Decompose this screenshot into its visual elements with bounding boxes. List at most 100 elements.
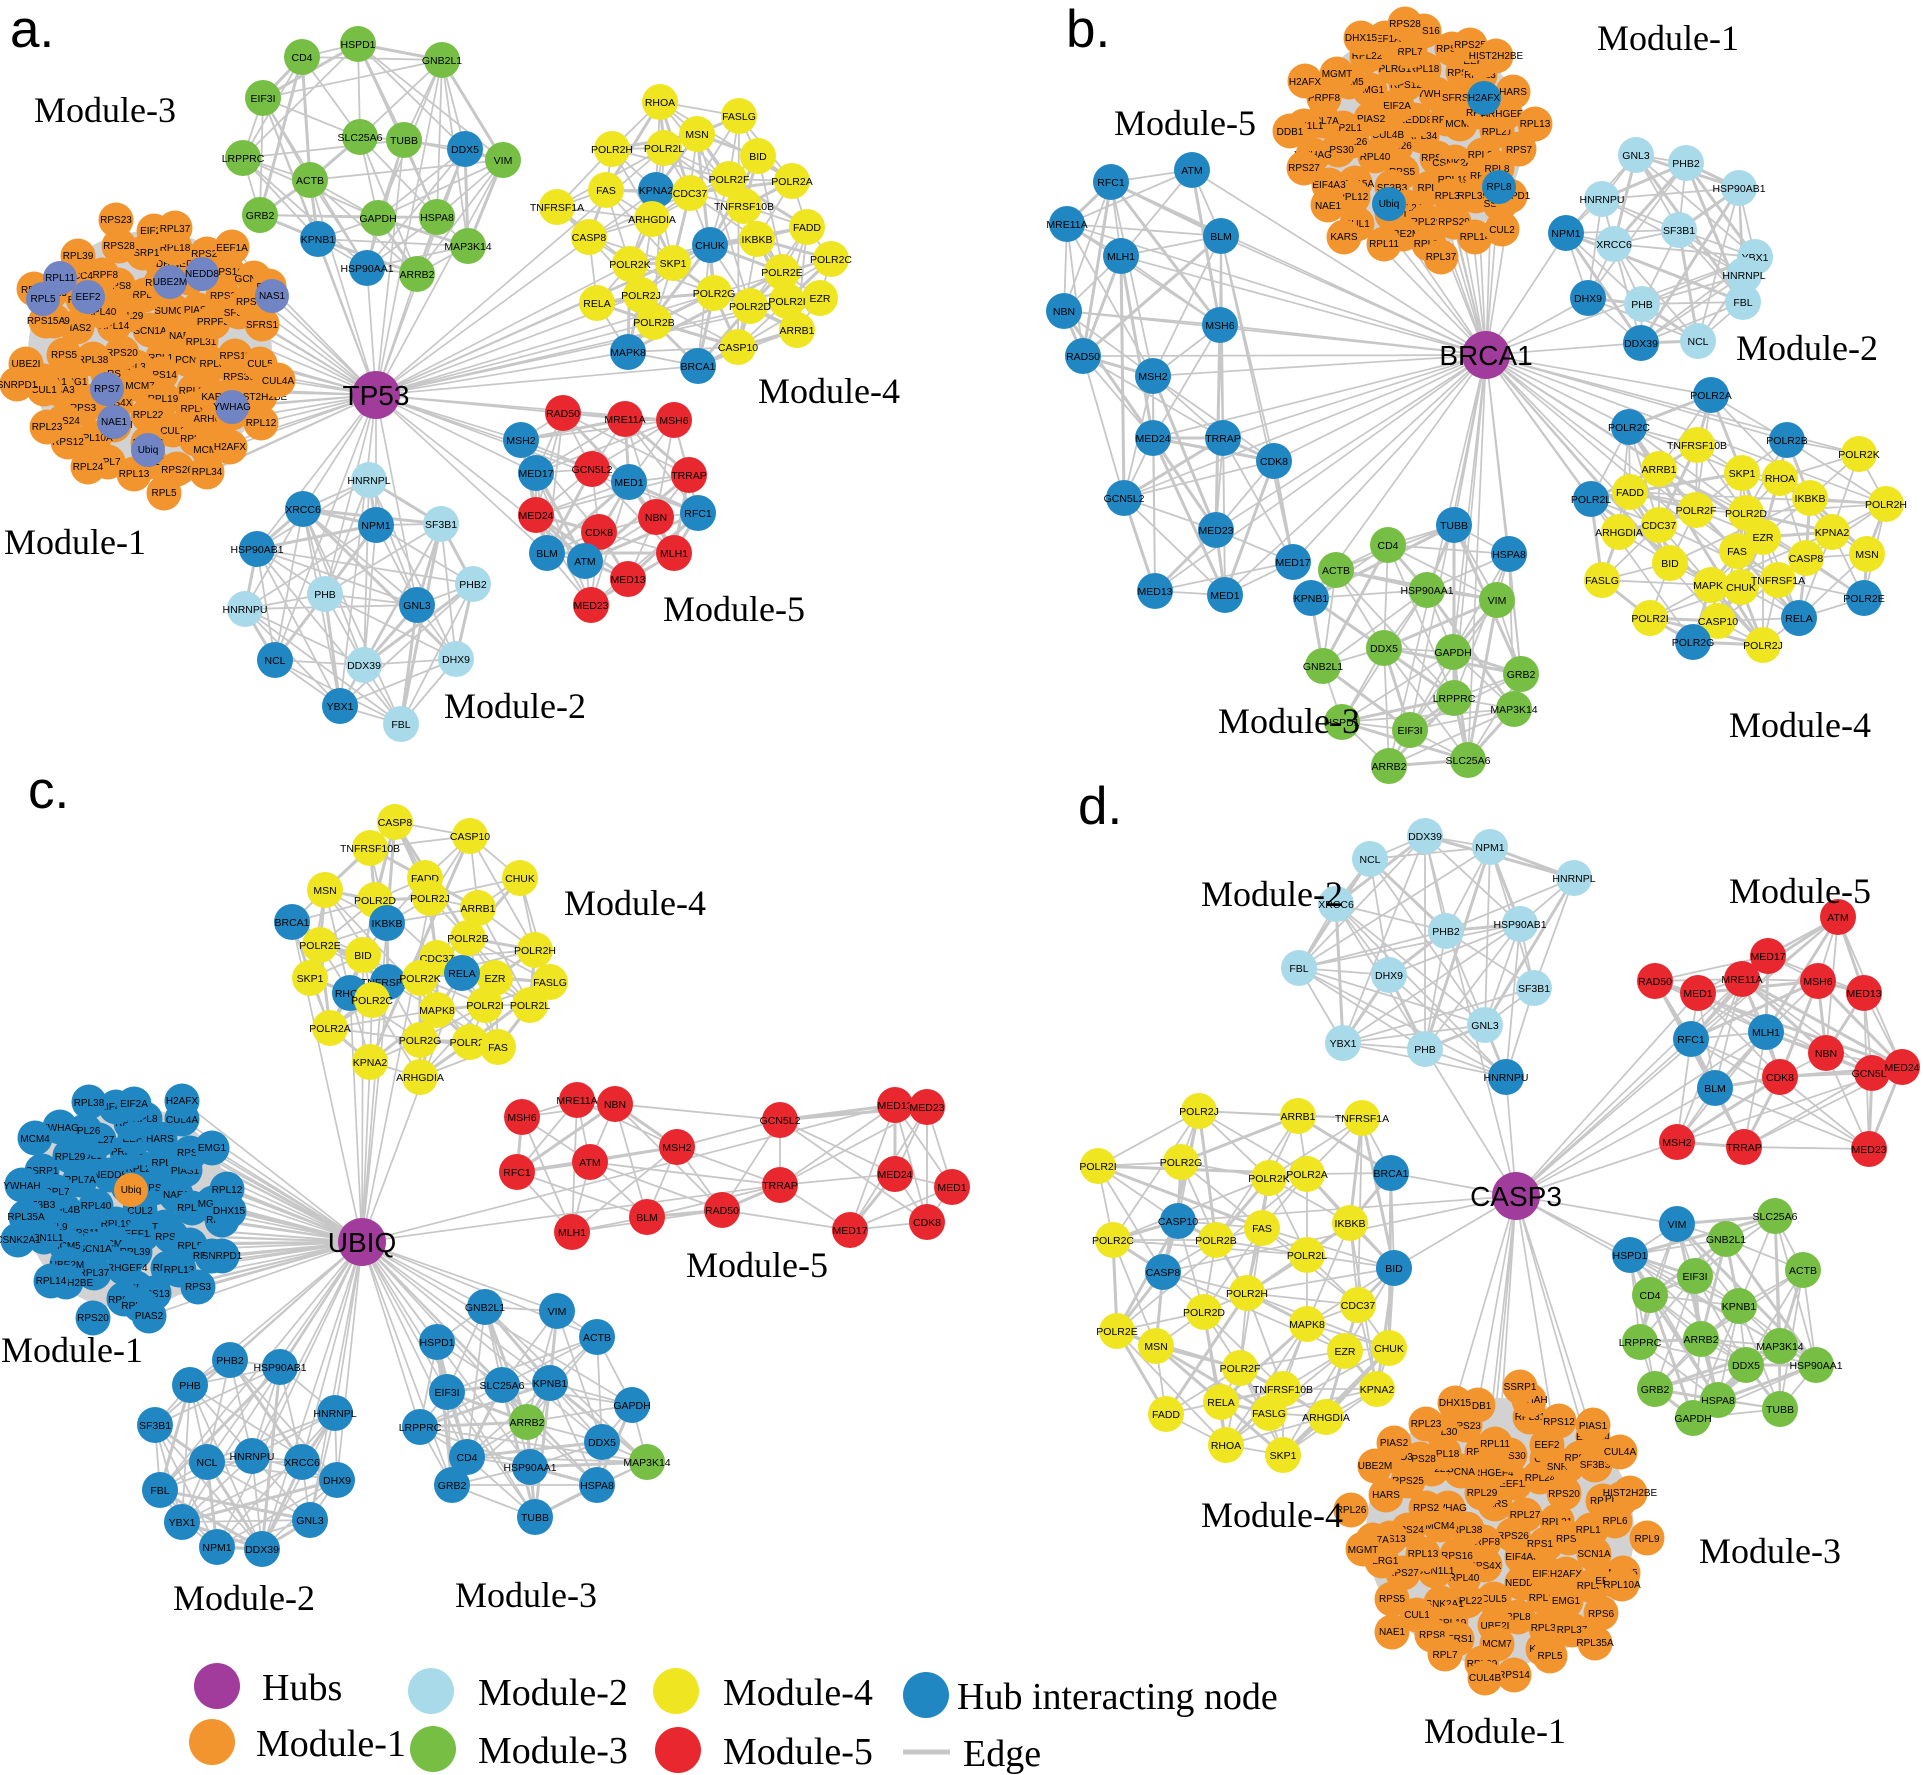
- svg-text:POLR2K: POLR2K: [1838, 449, 1879, 461]
- svg-text:UBE2I: UBE2I: [1481, 1621, 1510, 1632]
- svg-text:POLR2I: POLR2I: [1079, 1161, 1116, 1173]
- svg-text:RPL24: RPL24: [1525, 1473, 1556, 1484]
- svg-text:RPS7: RPS7: [1506, 145, 1533, 156]
- svg-text:RPS26: RPS26: [161, 465, 193, 476]
- svg-text:RPL6: RPL6: [132, 290, 157, 301]
- svg-text:RPL8: RPL8: [132, 1114, 157, 1125]
- svg-text:DHX9: DHX9: [323, 1475, 351, 1487]
- svg-text:GCN5L2: GCN5L2: [760, 1115, 801, 1127]
- svg-text:SSRP1: SSRP1: [127, 248, 160, 259]
- svg-text:DDB1: DDB1: [1277, 127, 1304, 138]
- svg-text:PIAS2: PIAS2: [63, 323, 92, 334]
- svg-text:FADD: FADD: [793, 222, 821, 234]
- svg-text:POLR2E: POLR2E: [761, 267, 802, 279]
- svg-text:RPL18: RPL18: [1429, 1449, 1460, 1460]
- svg-text:TNFRSF10B: TNFRSF10B: [1667, 440, 1727, 452]
- svg-text:MED23: MED23: [909, 1102, 944, 1114]
- svg-text:EZR: EZR: [810, 293, 831, 305]
- svg-text:PHB: PHB: [1631, 299, 1653, 311]
- svg-text:Hub interacting node: Hub interacting node: [957, 1676, 1278, 1718]
- svg-text:POLR2I: POLR2I: [1631, 613, 1668, 625]
- svg-text:RPL8: RPL8: [1505, 1612, 1530, 1623]
- svg-text:RPL7: RPL7: [1432, 1650, 1457, 1661]
- svg-text:RPL13: RPL13: [1408, 1549, 1439, 1560]
- svg-text:TNFRSF1A: TNFRSF1A: [530, 202, 584, 214]
- svg-text:CHUK: CHUK: [695, 240, 725, 252]
- svg-text:PCNA: PCNA: [1447, 1467, 1475, 1478]
- svg-text:RPL11: RPL11: [1480, 1439, 1510, 1450]
- svg-text:HSPA8: HSPA8: [1492, 549, 1526, 561]
- svg-text:a.: a.: [10, 0, 54, 59]
- svg-text:SFRS1: SFRS1: [1441, 1634, 1474, 1645]
- svg-text:RPS20: RPS20: [1436, 44, 1468, 55]
- svg-text:RPL22: RPL22: [1352, 51, 1383, 62]
- svg-text:ARHGDIA: ARHGDIA: [1595, 527, 1643, 539]
- svg-text:HSP90AB1: HSP90AB1: [230, 544, 283, 556]
- svg-text:IKBKB: IKBKB: [372, 918, 403, 930]
- svg-text:RPS6: RPS6: [1588, 1609, 1615, 1620]
- svg-text:RPS7: RPS7: [94, 384, 121, 395]
- svg-text:ACTB: ACTB: [1322, 565, 1350, 577]
- svg-text:DHX9: DHX9: [1574, 293, 1602, 305]
- svg-text:RPL34: RPL34: [1577, 1581, 1608, 1592]
- svg-text:EIF2A: EIF2A: [120, 1099, 148, 1110]
- svg-text:RHOA: RHOA: [1211, 1440, 1241, 1452]
- svg-text:EZR: EZR: [1753, 532, 1774, 544]
- svg-text:MED1: MED1: [1210, 590, 1239, 602]
- svg-text:ARHGEF4: ARHGEF4: [1466, 1468, 1514, 1479]
- svg-text:CUL1: CUL1: [76, 1151, 102, 1162]
- svg-text:MED1: MED1: [614, 477, 643, 489]
- svg-text:FAS: FAS: [1252, 1223, 1272, 1235]
- svg-text:POLR2G: POLR2G: [399, 1035, 442, 1047]
- svg-text:RPL12: RPL12: [212, 1185, 243, 1196]
- svg-text:Module-4: Module-4: [564, 883, 706, 923]
- svg-text:Module-2: Module-2: [1201, 874, 1343, 914]
- svg-text:RPS24: RPS24: [1421, 153, 1453, 164]
- svg-text:GAPDH: GAPDH: [359, 213, 396, 225]
- svg-text:POLR2E: POLR2E: [1096, 1326, 1137, 1338]
- svg-text:ATM: ATM: [1827, 912, 1848, 924]
- svg-text:KPNB1: KPNB1: [1294, 593, 1329, 605]
- svg-text:RPL6: RPL6: [1602, 1516, 1627, 1527]
- svg-text:YWHAH: YWHAH: [3, 1181, 40, 1192]
- svg-text:H2AFX: H2AFX: [1468, 93, 1501, 104]
- svg-text:RPL6: RPL6: [151, 1158, 176, 1169]
- svg-text:RPL12: RPL12: [1529, 1593, 1560, 1604]
- svg-text:POLR2A: POLR2A: [771, 176, 812, 188]
- svg-text:CDK8: CDK8: [1766, 1072, 1794, 1084]
- svg-text:MCM5: MCM5: [51, 1241, 81, 1252]
- svg-text:XRCC6: XRCC6: [284, 1457, 320, 1469]
- svg-text:RELA: RELA: [1785, 613, 1812, 625]
- svg-text:EEF1A2: EEF1A2: [124, 1229, 162, 1240]
- svg-text:RPL40: RPL40: [86, 307, 117, 318]
- svg-text:PHB: PHB: [314, 589, 336, 601]
- svg-text:CUL1: CUL1: [1344, 219, 1370, 230]
- svg-text:H2AFX: H2AFX: [214, 442, 247, 453]
- svg-text:RPL7A: RPL7A: [64, 1175, 96, 1186]
- svg-text:PHB2: PHB2: [1432, 926, 1460, 938]
- svg-text:POLR2A: POLR2A: [309, 1023, 350, 1035]
- svg-text:MED24: MED24: [1135, 433, 1170, 445]
- svg-text:EZR: EZR: [485, 973, 506, 985]
- svg-text:RPS25: RPS25: [1454, 40, 1486, 51]
- svg-text:UBE2M: UBE2M: [1386, 229, 1420, 240]
- svg-text:RPS16: RPS16: [155, 1232, 187, 1243]
- svg-text:FASLG: FASLG: [1585, 575, 1619, 587]
- svg-text:ARRB2: ARRB2: [1371, 761, 1406, 773]
- svg-text:DDX39: DDX39: [245, 1544, 279, 1556]
- svg-text:SCN1A: SCN1A: [1577, 1549, 1611, 1560]
- svg-text:CD4: CD4: [291, 52, 312, 64]
- svg-text:ARRB2: ARRB2: [399, 269, 434, 281]
- svg-text:MLH1: MLH1: [558, 1227, 586, 1239]
- svg-text:CD4: CD4: [1377, 540, 1398, 552]
- svg-text:RPL29: RPL29: [1467, 1488, 1498, 1499]
- svg-text:Ubiq: Ubiq: [138, 445, 159, 456]
- svg-text:Module-2: Module-2: [478, 1672, 628, 1714]
- svg-text:TUBB: TUBB: [1440, 520, 1468, 532]
- svg-text:HSP90AA1: HSP90AA1: [503, 1462, 556, 1474]
- svg-text:EIF4A3: EIF4A3: [1505, 1552, 1539, 1563]
- svg-text:PHB2: PHB2: [459, 579, 487, 591]
- svg-text:POLR2C: POLR2C: [1092, 1235, 1134, 1247]
- svg-text:RPL30: RPL30: [121, 362, 152, 373]
- svg-text:RPL34: RPL34: [1407, 131, 1438, 142]
